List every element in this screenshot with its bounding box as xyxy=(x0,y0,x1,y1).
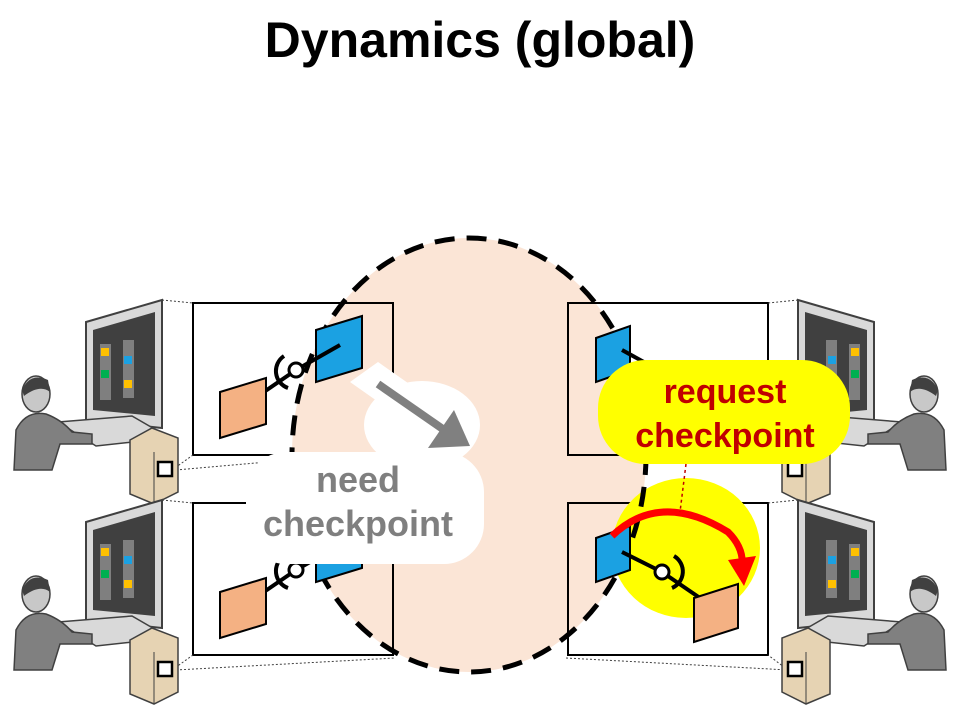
need-checkpoint-bubble xyxy=(246,452,484,564)
gray-direction-arrow xyxy=(350,362,480,469)
need-label-line-2: checkpoint xyxy=(262,503,454,544)
need-checkpoint-label: need checkpoint xyxy=(258,458,458,546)
robot-arm-icon xyxy=(219,314,363,440)
user-at-workstation-icon xyxy=(780,498,948,706)
need-label-line-1: need xyxy=(315,459,401,500)
request-label-line-1: request xyxy=(663,373,787,411)
red-transition-arrow xyxy=(609,508,756,586)
user-at-workstation-icon xyxy=(12,298,180,506)
user-at-workstation-icon xyxy=(12,498,180,706)
request-checkpoint-label: request checkpoint xyxy=(600,370,850,458)
page-title: Dynamics (global) xyxy=(264,12,696,68)
request-checkpoint-bubble xyxy=(598,360,850,464)
request-label-line-2: checkpoint xyxy=(635,417,815,455)
robot-arm-icon xyxy=(595,524,739,644)
callout-pointer xyxy=(679,463,687,513)
